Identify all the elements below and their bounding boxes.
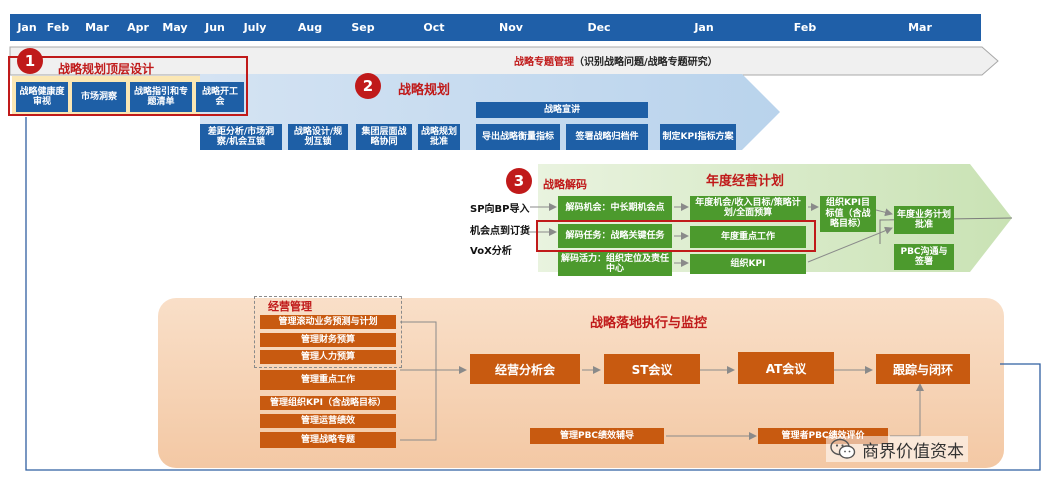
topic-subtitle: （识别战略问题/战略专题研究） [574, 57, 718, 68]
phase3-annual-title: 年度经营计划 [706, 174, 785, 189]
phase1-title: 战略规划顶层设计 [58, 62, 155, 76]
month-label: Jan [694, 21, 714, 34]
ops-item: 管理运营绩效 [260, 414, 396, 428]
phase1-frame [8, 56, 248, 116]
phase3-right-item: PBC沟通与签署 [894, 244, 954, 270]
flow-step: 跟踪与闭环 [876, 354, 970, 384]
flow-step: 经营分析会 [470, 354, 580, 384]
watermark-text: 商界价值资本 [862, 441, 964, 462]
phase1-number-badge: 1 [17, 48, 43, 74]
flow-step: ST会议 [604, 354, 700, 384]
topic-arrow-shape [9, 46, 999, 76]
month-label: Feb [793, 21, 817, 34]
ops-item: 管理组织KPI（含战略目标） [260, 396, 396, 410]
phase3-right-item: 年度业务计划批准 [894, 206, 954, 234]
ops-item: 管理人力预算 [260, 350, 396, 364]
topic-title: 战略专题管理 [514, 57, 574, 68]
month-label: May [162, 21, 188, 34]
phase2-title: 战略规划 [398, 83, 451, 98]
phase3-middle-item: 年度机会/收入目标/策略计划/全面预算 [690, 196, 806, 220]
phase2-announce: 战略宣讲 [476, 102, 648, 118]
phase2-item: 战略设计/规划互锁 [288, 124, 348, 150]
phase3-decode-item: 解码活力：组织定位及责任中心 [558, 252, 672, 276]
flow-step: AT会议 [738, 352, 834, 384]
phase1-item: 战略指引和专题清单 [130, 82, 192, 112]
phase3-middle-item: 组织KPI [690, 254, 806, 274]
watermark: 商界价值资本 [826, 436, 968, 462]
month-label: Jun [205, 21, 225, 34]
phase3-kpi-target: 组织KPI目标值（含战略目标） [820, 196, 876, 232]
phase2-number-badge: 2 [355, 73, 381, 99]
phase3-left-label: VoX分析 [470, 246, 512, 257]
month-label: Feb [46, 21, 70, 34]
month-label: Sep [351, 21, 375, 34]
month-label: Dec [587, 21, 611, 34]
phase2-item: 制定KPI指标方案 [660, 124, 736, 150]
month-label: Apr [127, 21, 149, 34]
phase3-middle-item: 年度重点工作 [690, 226, 806, 248]
month-label: Oct [423, 21, 445, 34]
phase2-item: 差距分析/市场洞察/机会互锁 [200, 124, 282, 150]
month-label: July [243, 21, 267, 34]
ops-item: 管理滚动业务预测与计划 [260, 315, 396, 329]
phase2-item: 集团层面战略协同 [356, 124, 412, 150]
ops-item: 管理重点工作 [260, 370, 396, 390]
wechat-icon [830, 438, 856, 459]
ops-item: 管理战略专题 [260, 432, 396, 448]
phase3-highlight-frame [536, 220, 816, 252]
ops-management-frame [254, 296, 402, 368]
phase3-left-label: 机会点到订货 [470, 226, 530, 237]
timeline-bar: Jan Feb Mar Apr May Jun July Aug Sep Oct… [10, 14, 981, 41]
phase4-title: 战略落地执行与监控 [590, 316, 708, 331]
month-label: Jan [17, 21, 37, 34]
month-label: Mar [908, 21, 932, 34]
month-label: Nov [499, 21, 523, 34]
pbc-item: 管理PBC绩效辅导 [530, 428, 664, 444]
phase2-item: 签署战略归档件 [566, 124, 648, 150]
phase3-decode-item: 解码机会：中长期机会点 [558, 196, 672, 220]
phase3-title: 战略解码 [543, 178, 587, 191]
month-label: Mar [85, 21, 109, 34]
phase3-left-label: SP向BP导入 [470, 204, 530, 215]
phase2-item: 战略规划批准 [418, 124, 460, 150]
topic-bar-label: 战略专题管理（识别战略问题/战略专题研究） [514, 53, 718, 68]
phase1-item: 市场洞察 [72, 82, 126, 112]
phase1-item: 战略健康度审视 [16, 82, 68, 112]
phase1-item: 战略开工会 [196, 82, 244, 112]
phase3-decode-item: 解码任务：战略关键任务 [558, 224, 672, 248]
month-label: Aug [297, 21, 323, 34]
phase3-number-badge: 3 [506, 168, 532, 194]
phase2-item: 导出战略衡量指标 [476, 124, 560, 150]
ops-management-title: 经营管理 [268, 300, 312, 313]
ops-item: 管理财务预算 [260, 333, 396, 347]
